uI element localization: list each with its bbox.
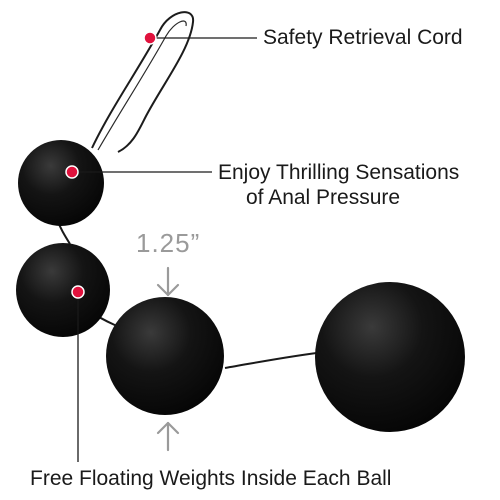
retrieval-cord-loop (91, 11, 195, 153)
ball-top (18, 140, 104, 226)
ball-large (315, 282, 465, 432)
callout-weights-label: Free Floating Weights Inside Each Ball (30, 467, 392, 490)
callout-dot-weights (71, 285, 85, 299)
callout-sensations-label-line2: of Anal Pressure (246, 186, 401, 209)
dimension-label: 1.25” (136, 228, 201, 258)
ball-center (106, 297, 224, 415)
retrieval-cord-loop-inner (97, 20, 187, 151)
callout-dot-sensations (65, 165, 79, 179)
callout-sensations-label-line1: Enjoy Thrilling Sensations (218, 161, 460, 184)
dimension-arrow-top (156, 266, 180, 297)
callout-dot-cord (143, 31, 157, 45)
callout-cord-label: Safety Retrieval Cord (263, 26, 463, 49)
dimension-arrow-bottom (156, 421, 180, 452)
ball-middle-left (16, 243, 110, 337)
cord-segment (224, 351, 326, 369)
